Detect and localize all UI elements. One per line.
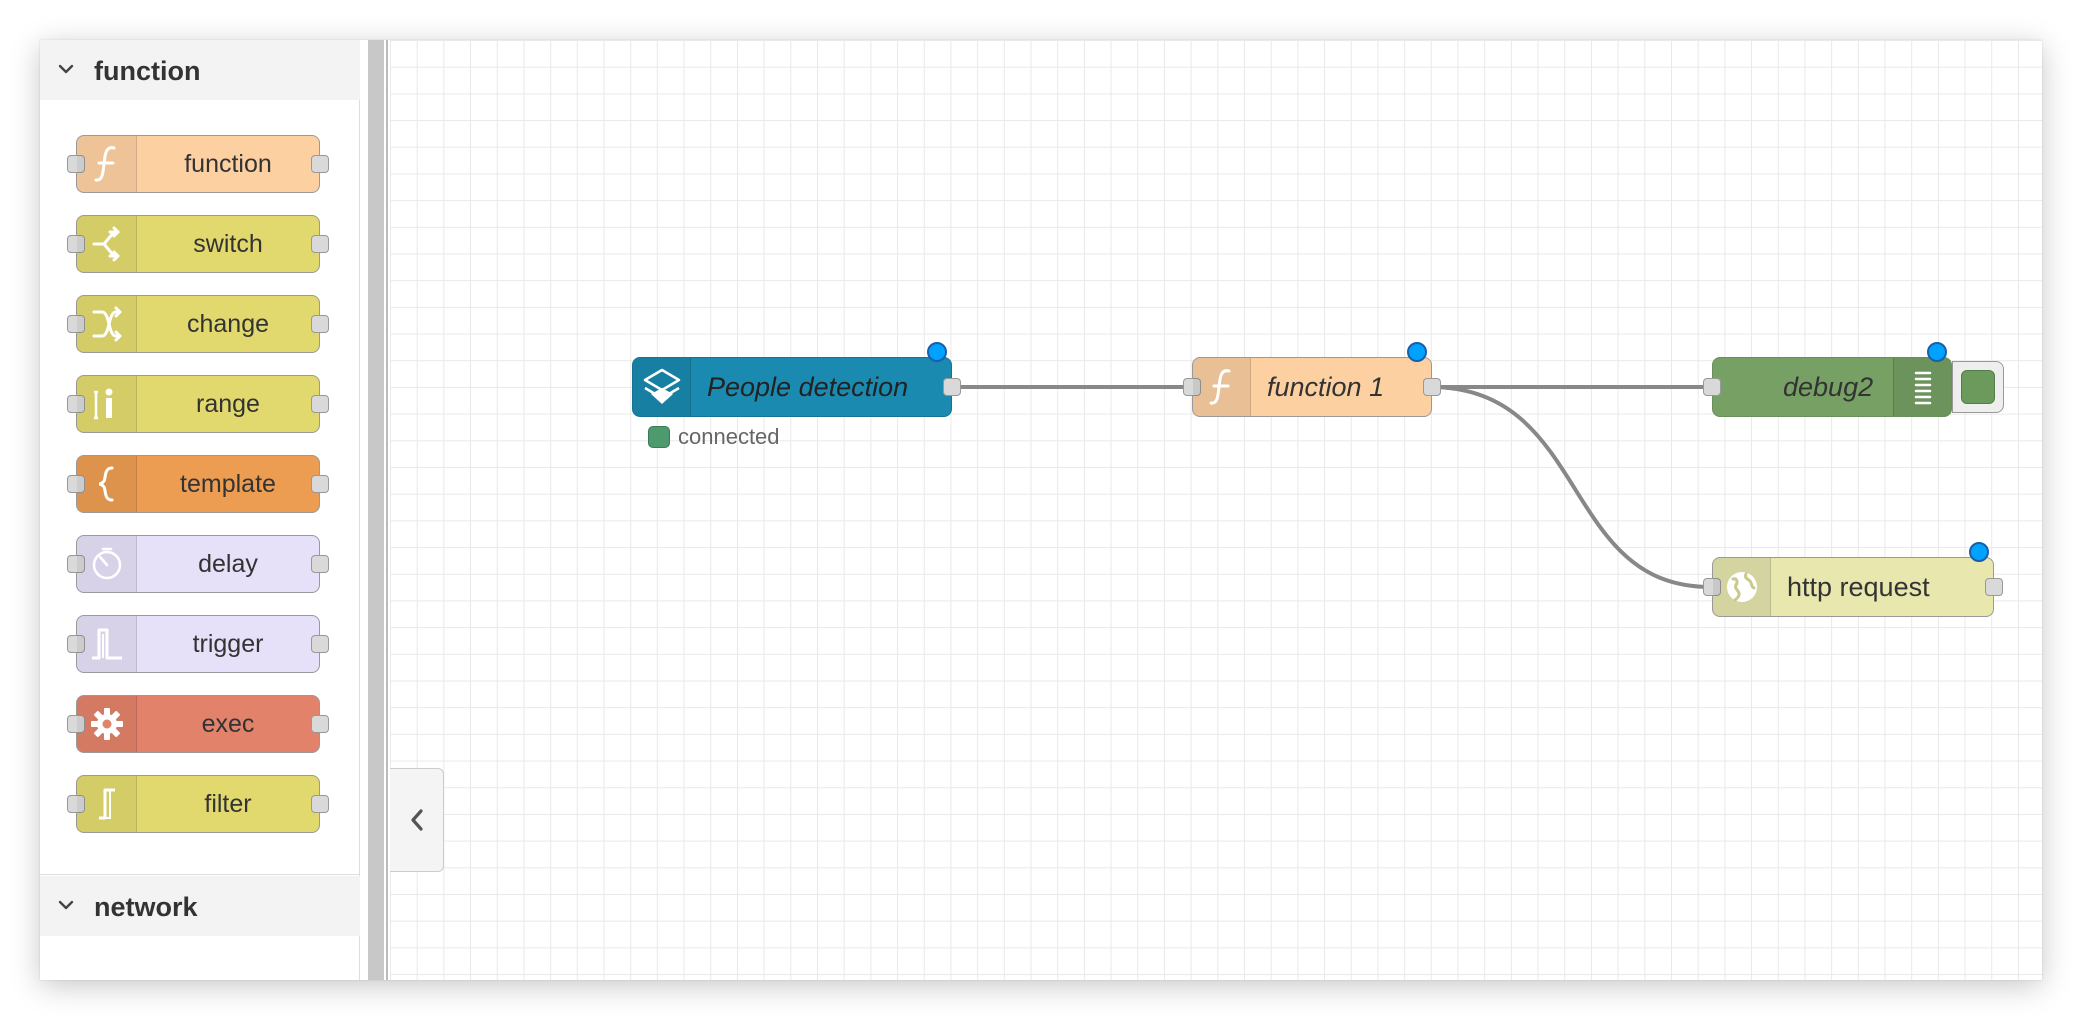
debug-toggle-indicator xyxy=(1961,370,1995,404)
input-port xyxy=(67,795,85,813)
node-label: template xyxy=(180,469,276,498)
changed-indicator xyxy=(927,342,947,362)
input-port xyxy=(67,475,85,493)
palette-category-function[interactable]: function xyxy=(40,40,360,100)
input-port[interactable] xyxy=(1703,378,1721,396)
node-label: http request xyxy=(1787,571,1930,602)
chevron-down-icon xyxy=(58,900,74,910)
output-port xyxy=(311,555,329,573)
category-title: network xyxy=(94,892,198,922)
node-label: delay xyxy=(198,549,258,578)
flow-node-function-1[interactable]: function 1 xyxy=(1183,342,1441,417)
palette-node-trigger[interactable]: trigger xyxy=(67,615,329,673)
input-port xyxy=(67,715,85,733)
collapse-sidebar-button[interactable] xyxy=(390,768,444,872)
palette-separator[interactable] xyxy=(386,40,388,980)
globe-icon xyxy=(1713,558,1771,616)
node-label: range xyxy=(196,389,260,418)
filter-icon xyxy=(77,776,137,832)
node-label: filter xyxy=(204,789,252,818)
flow-workspace[interactable]: People detection connected function 1 de… xyxy=(390,40,2042,980)
chevron-down-icon xyxy=(58,64,74,74)
palette-node-range[interactable]: range xyxy=(67,375,329,433)
palette-node-switch[interactable]: switch xyxy=(67,215,329,273)
gear-icon xyxy=(77,696,137,752)
layers-icon xyxy=(633,358,691,416)
delay-icon xyxy=(77,536,137,592)
palette-scrollbar[interactable] xyxy=(368,40,384,980)
trigger-icon xyxy=(77,616,137,672)
node-label: People detection xyxy=(707,371,909,402)
debug-toggle-button[interactable] xyxy=(1952,361,2004,413)
palette-node-exec[interactable]: exec xyxy=(67,695,329,753)
node-label: switch xyxy=(193,229,263,258)
node-label: function xyxy=(184,149,272,178)
changed-indicator xyxy=(1407,342,1427,362)
flow-node-people-detection[interactable]: People detection xyxy=(632,342,961,417)
switch-icon xyxy=(77,216,137,272)
node-palette: function function switch chang xyxy=(40,40,360,980)
palette-category-network[interactable]: network xyxy=(40,876,360,936)
flow-node-debug2[interactable]: debug2 xyxy=(1703,342,1952,417)
template-icon xyxy=(77,456,137,512)
palette-node-template[interactable]: template xyxy=(67,455,329,513)
palette-node-function[interactable]: function xyxy=(67,135,329,193)
node-status: connected xyxy=(648,424,780,450)
flow-wires xyxy=(950,385,1711,589)
status-text: connected xyxy=(678,424,780,449)
category-divider xyxy=(40,874,360,875)
chevron-left-icon xyxy=(410,809,423,831)
flow-node-http-request[interactable]: http request xyxy=(1703,542,2003,617)
wire-function-to-http[interactable] xyxy=(1429,385,1711,589)
category-title: function xyxy=(94,56,201,86)
input-port xyxy=(67,555,85,573)
output-port xyxy=(311,315,329,333)
list-icon xyxy=(1893,358,1951,416)
input-port xyxy=(67,315,85,333)
output-port xyxy=(311,155,329,173)
status-dot xyxy=(648,426,670,448)
palette-node-change[interactable]: change xyxy=(67,295,329,353)
output-port xyxy=(311,475,329,493)
node-label: change xyxy=(186,309,270,338)
input-port xyxy=(67,635,85,653)
input-port xyxy=(67,235,85,253)
palette-node-delay[interactable]: delay xyxy=(67,535,329,593)
input-port[interactable] xyxy=(1703,578,1721,596)
output-port xyxy=(311,235,329,253)
output-port[interactable] xyxy=(943,378,961,396)
function-icon xyxy=(77,136,137,192)
input-port xyxy=(67,155,85,173)
node-label: debug2 xyxy=(1783,371,1874,402)
change-icon xyxy=(77,296,137,352)
output-port xyxy=(311,715,329,733)
changed-indicator xyxy=(1969,542,1989,562)
changed-indicator xyxy=(1927,342,1947,362)
node-label: exec xyxy=(201,709,255,738)
output-port xyxy=(311,795,329,813)
input-port[interactable] xyxy=(1183,378,1201,396)
node-label: trigger xyxy=(192,629,264,658)
node-red-editor: function function switch chang xyxy=(40,40,2042,980)
palette-node-filter[interactable]: filter xyxy=(67,775,329,833)
output-port xyxy=(311,395,329,413)
output-port[interactable] xyxy=(1423,378,1441,396)
output-port xyxy=(311,635,329,653)
input-port xyxy=(67,395,85,413)
output-port[interactable] xyxy=(1985,578,2003,596)
node-label: function 1 xyxy=(1267,371,1385,402)
function-icon xyxy=(1193,358,1251,416)
range-icon xyxy=(77,376,137,432)
